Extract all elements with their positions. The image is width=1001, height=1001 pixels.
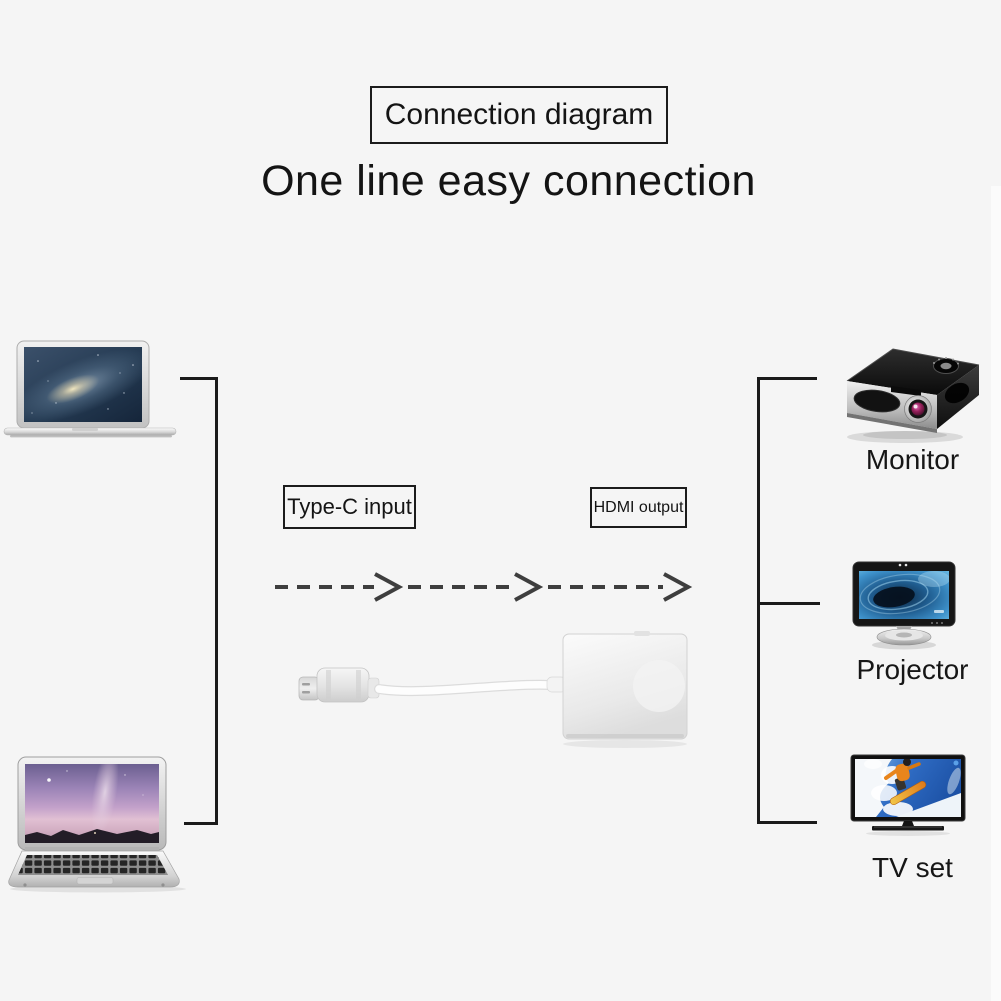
right-bracket-middle-line: [759, 602, 820, 605]
type-c-input-label: Type-C input: [287, 494, 412, 519]
tv-device-image: [850, 754, 966, 836]
header-box: Connection diagram: [370, 86, 668, 144]
header-box-label: Connection diagram: [384, 98, 654, 131]
right-bracket-bottom-line: [759, 821, 817, 824]
type-c-input-label-box: Type-C input: [283, 485, 416, 529]
background-strip: [991, 186, 1001, 1001]
right-bracket-top-line: [759, 377, 817, 380]
left-bracket-top-line: [180, 377, 218, 380]
hdmi-output-label-box: HDMI output: [590, 487, 687, 528]
usb-c-to-hdmi-adapter-image: [298, 631, 688, 748]
page-title: One line easy connection: [261, 157, 756, 205]
left-bracket-vertical-line: [215, 377, 218, 825]
left-bracket-bottom-line: [184, 822, 218, 825]
macbook-laptop-image: [3, 340, 177, 438]
tv-set-label: TV set: [872, 852, 953, 883]
right-bracket-vertical-line: [757, 377, 760, 824]
monitor-device-image: [852, 561, 956, 650]
monitor-label: Monitor: [865, 444, 960, 475]
hdmi-output-label: HDMI output: [593, 498, 684, 516]
dashed-flow-arrow: [275, 572, 693, 602]
projector-label: Projector: [856, 654, 969, 685]
notebook-laptop-image: [8, 756, 186, 893]
projector-device-image: [846, 348, 980, 443]
